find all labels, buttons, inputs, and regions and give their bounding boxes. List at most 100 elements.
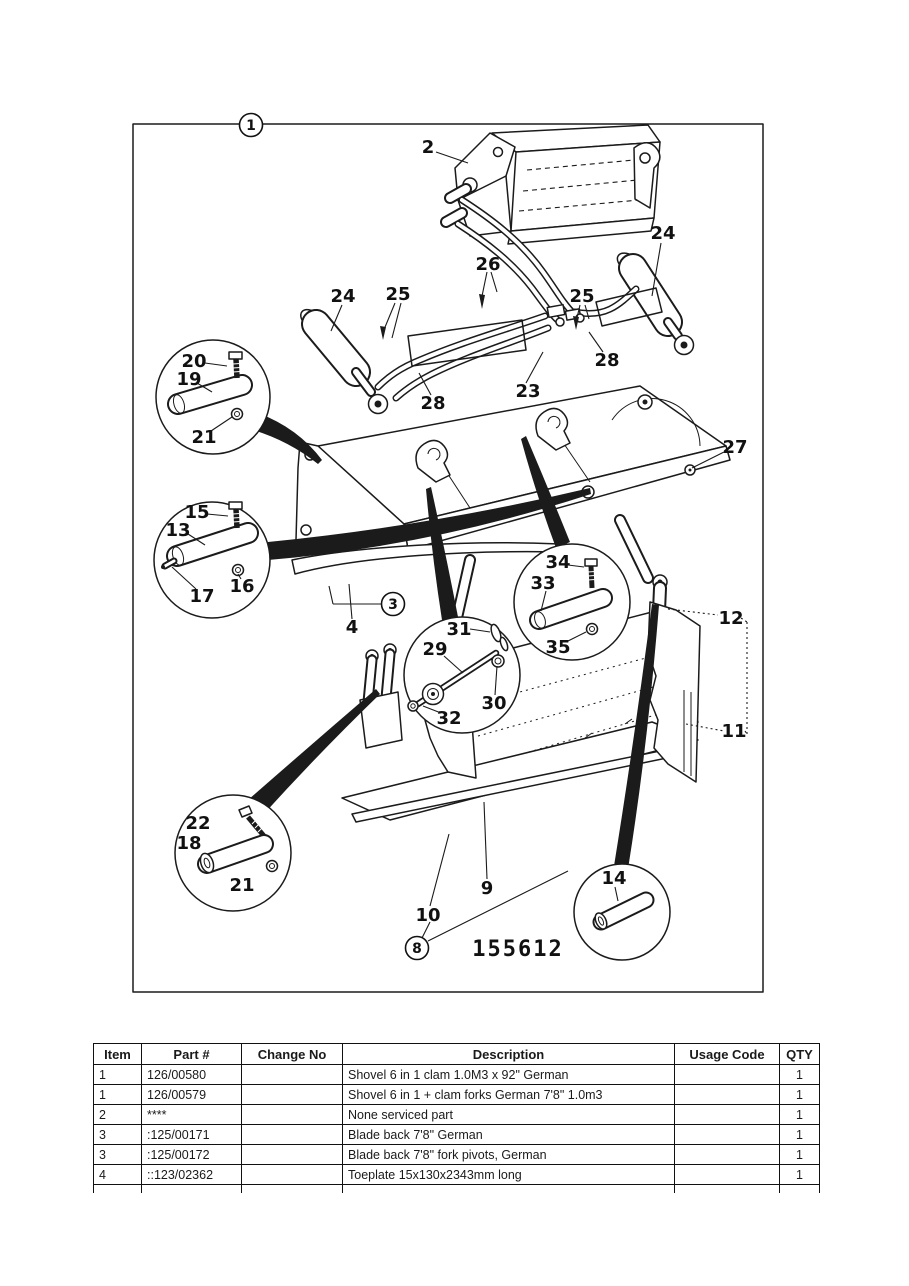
cell-usage xyxy=(674,1064,780,1085)
cell-item: 1 xyxy=(93,1064,142,1085)
callout-11: 11 xyxy=(721,721,746,742)
detail-swoosh-leaders xyxy=(248,413,659,869)
callout-4: 4 xyxy=(346,617,359,638)
cell-description: None serviced part xyxy=(342,1104,675,1125)
hose-and-ram-assembly-drawing xyxy=(300,183,695,415)
callout-18: 18 xyxy=(176,833,201,854)
cell-change xyxy=(241,1164,343,1185)
circled-callout-1: 1 xyxy=(238,112,264,138)
cell-qty: 1 xyxy=(779,1084,820,1105)
table-row: 4 ::123/02362 Toeplate 15x130x2343mm lon… xyxy=(93,1164,820,1185)
cell-part: :125/00171 xyxy=(141,1124,242,1145)
callout-30: 30 xyxy=(481,693,506,714)
svg-text:8: 8 xyxy=(412,941,422,957)
callout-26: 26 xyxy=(475,254,500,275)
callout-17: 17 xyxy=(189,586,214,607)
callout-9: 9 xyxy=(481,878,494,899)
circled-callout-8: 8 xyxy=(404,935,430,961)
cell-item: 3 xyxy=(93,1124,142,1145)
detail-circle-13-15-16-17 xyxy=(153,501,271,619)
cell-usage xyxy=(674,1084,780,1105)
cell-usage xyxy=(674,1164,780,1185)
callout-2: 2 xyxy=(422,137,435,158)
callout-25: 25 xyxy=(385,284,410,305)
cell-description: Blade back 7'8" German xyxy=(342,1124,675,1145)
callout-28: 28 xyxy=(594,350,619,371)
cell-part: 126/00579 xyxy=(141,1084,242,1105)
table-row: 3 :125/00171 Blade back 7'8" German 1 xyxy=(93,1124,820,1145)
part-number-stamp: 155612 xyxy=(472,937,563,962)
cell-usage xyxy=(674,1104,780,1125)
cell-change xyxy=(241,1144,343,1165)
callout-24: 24 xyxy=(650,223,675,244)
callout-12: 12 xyxy=(718,608,743,629)
cell-change xyxy=(241,1104,343,1125)
cell-item: 4 xyxy=(93,1164,142,1185)
callout-27: 27 xyxy=(722,437,747,458)
cell-item: 2 xyxy=(93,1104,142,1125)
exploded-parts-diagram: 2242625252428232820192127151316174343335… xyxy=(132,112,764,993)
detail-circle-33-34-35 xyxy=(513,543,631,661)
callout-31: 31 xyxy=(446,619,471,640)
detail-circle-18-21-22 xyxy=(174,794,292,912)
callout-14: 14 xyxy=(601,868,626,889)
table-row: 3 :125/00172 Blade back 7'8" fork pivots… xyxy=(93,1144,820,1165)
bottom-bucket-drawing xyxy=(341,601,701,823)
cell-qty: 1 xyxy=(779,1164,820,1185)
callout-21: 21 xyxy=(191,427,216,448)
circled-callout-3: 3 xyxy=(380,591,406,617)
cell-part: :125/00172 xyxy=(141,1144,242,1165)
callout-20: 20 xyxy=(181,351,206,372)
callout-16: 16 xyxy=(229,576,254,597)
callout-leader-lines xyxy=(171,151,748,942)
cell-description: Blade back 7'8" fork pivots, German xyxy=(342,1144,675,1165)
cell-description: Shovel 6 in 1 + clam forks German 7'8" 1… xyxy=(342,1084,675,1105)
detail-circle-19-20-21 xyxy=(155,339,271,455)
cell-qty: 1 xyxy=(779,1104,820,1125)
detail-circle-14 xyxy=(573,863,671,961)
callout-22: 22 xyxy=(185,813,210,834)
callout-13: 13 xyxy=(165,520,190,541)
column-header-usage: Usage Code xyxy=(674,1043,780,1065)
callout-23: 23 xyxy=(515,381,540,402)
table-row: 1 126/00579 Shovel 6 in 1 + clam forks G… xyxy=(93,1084,820,1105)
column-header-part: Part # xyxy=(141,1043,242,1065)
callout-24: 24 xyxy=(330,286,355,307)
callout-29: 29 xyxy=(422,639,447,660)
column-header-change: Change No xyxy=(241,1043,343,1065)
callout-32: 32 xyxy=(436,708,461,729)
cell-description: Toeplate 15x130x2343mm long xyxy=(342,1164,675,1185)
svg-text:1: 1 xyxy=(246,118,256,134)
detail-circle-29-30-31-32 xyxy=(403,616,521,734)
callout-33: 33 xyxy=(530,573,555,594)
cell-description: Shovel 6 in 1 clam 1.0M3 x 92" German xyxy=(342,1064,675,1085)
cell-part: **** xyxy=(141,1104,242,1125)
callout-15: 15 xyxy=(184,502,209,523)
callout-34: 34 xyxy=(545,552,570,573)
cell-change xyxy=(241,1084,343,1105)
callout-10: 10 xyxy=(415,905,440,926)
table-row: 1 126/00580 Shovel 6 in 1 clam 1.0M3 x 9… xyxy=(93,1064,820,1085)
cell-part: ::123/02362 xyxy=(141,1164,242,1185)
svg-text:3: 3 xyxy=(388,597,398,613)
cell-item: 1 xyxy=(93,1084,142,1105)
cell-item: 3 xyxy=(93,1144,142,1165)
column-header-qty: QTY xyxy=(779,1043,820,1065)
cell-qty: 1 xyxy=(779,1064,820,1085)
table-row-partial xyxy=(93,1184,820,1193)
cell-change xyxy=(241,1124,343,1145)
cell-usage xyxy=(674,1124,780,1145)
callout-35: 35 xyxy=(545,637,570,658)
callout-21: 21 xyxy=(229,875,254,896)
table-header-row: Item Part # Change No Description Usage … xyxy=(93,1043,820,1065)
table-row: 2 **** None serviced part 1 xyxy=(93,1104,820,1125)
column-header-item: Item xyxy=(93,1043,142,1065)
callout-28: 28 xyxy=(420,393,445,414)
diagram-border xyxy=(132,123,764,993)
cell-part: 126/00580 xyxy=(141,1064,242,1085)
callout-19: 19 xyxy=(176,369,201,390)
top-clam-shell-drawing xyxy=(454,124,661,245)
parts-table: Item Part # Change No Description Usage … xyxy=(93,1043,820,1193)
